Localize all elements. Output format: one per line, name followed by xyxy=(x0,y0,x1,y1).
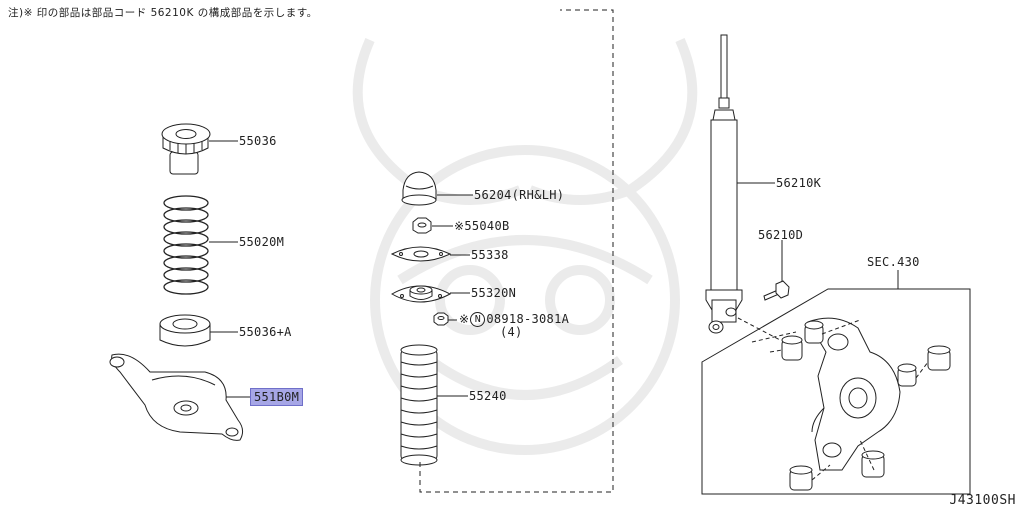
part-label-55020m[interactable]: 55020M xyxy=(239,235,285,249)
part-label-55320n[interactable]: 55320N xyxy=(471,286,517,300)
section-link-430[interactable]: SEC.430 xyxy=(867,255,920,269)
mount-plate xyxy=(390,246,452,262)
page-note: 注)※ 印の部品は部品コード 56210K の構成部品を示します。 xyxy=(8,7,318,19)
dust-cap xyxy=(401,171,437,206)
part-label-551b0m[interactable]: 551B0M xyxy=(250,388,304,406)
bushings xyxy=(781,320,951,491)
part-label-55338[interactable]: 55338 xyxy=(471,248,509,262)
assembly-bracket xyxy=(419,9,614,493)
part-label-56210k[interactable]: 56210K xyxy=(776,176,822,190)
coil-spring xyxy=(163,195,209,295)
part-number-08918: 08918-3081A xyxy=(486,312,570,326)
part-quantity: (4) xyxy=(500,325,523,339)
part-label-55036a[interactable]: 55036+A xyxy=(239,325,292,339)
mount-nut xyxy=(433,312,449,326)
part-label-55036[interactable]: 55036 xyxy=(239,134,277,148)
watermark-emblem xyxy=(352,37,698,455)
spring-upper-seat xyxy=(161,123,211,175)
part-label-56204[interactable]: 56204(RH&LH) xyxy=(474,188,565,202)
shock-absorber xyxy=(705,34,743,334)
knuckle xyxy=(807,317,901,471)
lower-link-arm xyxy=(109,353,244,441)
part-label-55040b[interactable]: ※55040B xyxy=(454,219,510,233)
bump-stop-boot xyxy=(400,344,438,466)
nut xyxy=(412,217,432,234)
part-label-55240[interactable]: 55240 xyxy=(469,389,507,403)
mounting-bolt xyxy=(763,280,790,301)
sec430-box xyxy=(701,288,971,495)
part-prefix-mark: ※ xyxy=(459,312,470,326)
strut-mount xyxy=(390,285,452,303)
diagram-code: J43100SH xyxy=(949,493,1016,508)
n-circle-icon: N xyxy=(470,312,486,327)
part-label-56210d[interactable]: 56210D xyxy=(758,228,804,242)
spring-lower-seat xyxy=(159,314,211,347)
